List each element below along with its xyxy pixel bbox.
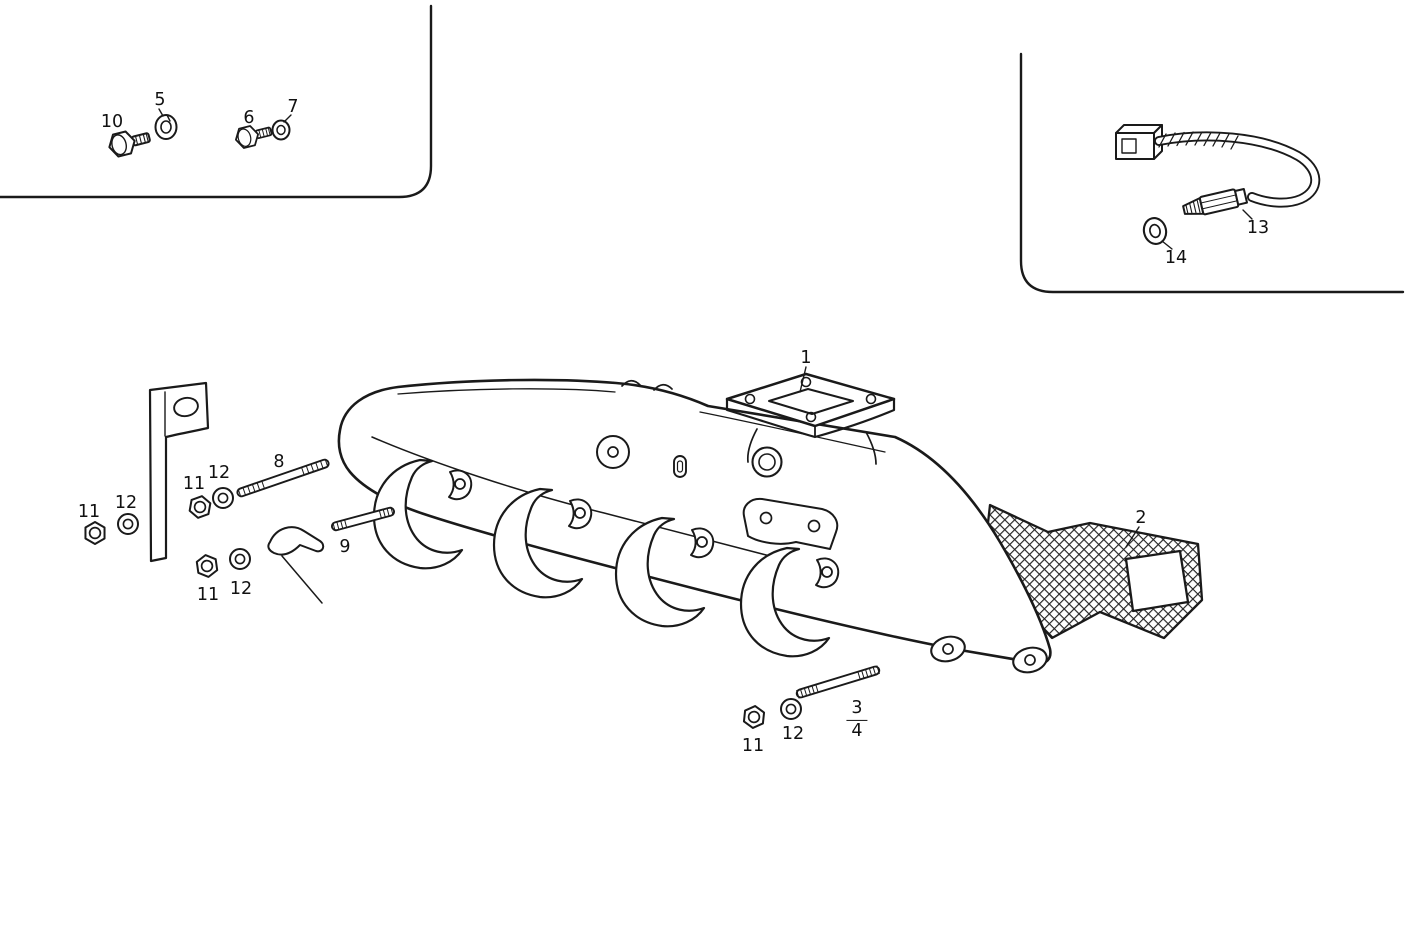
part-8-stud	[236, 458, 330, 498]
callout-part-11: 11	[77, 502, 101, 522]
callout-part-12: 12	[114, 493, 138, 513]
cable-braid-ticks	[1158, 131, 1239, 150]
fraction-numerator: 3	[846, 698, 868, 721]
callout-part-5: 5	[154, 90, 166, 110]
clamp-piece	[267, 526, 325, 604]
sensor-port-boss	[751, 446, 783, 478]
callout-part-8: 8	[273, 452, 285, 472]
sensor-body	[1182, 188, 1248, 216]
callout-part-3-4: 3 4	[846, 698, 868, 741]
part-11-nut	[84, 521, 106, 545]
manifold-top-flange	[725, 372, 896, 439]
callout-part-11: 11	[182, 474, 206, 494]
part-5-lock-washer	[154, 114, 178, 140]
part-14-washer	[1142, 217, 1168, 245]
callout-part-11: 11	[196, 585, 220, 605]
callout-part-6: 6	[243, 108, 255, 128]
connector-plug	[1115, 124, 1163, 160]
part-12-washer	[780, 698, 802, 720]
callout-part-13: 13	[1246, 218, 1270, 238]
callout-part-11: 11	[741, 736, 765, 756]
part-11-nut	[195, 552, 219, 580]
callout-part-7: 7	[287, 97, 299, 117]
outlet-ear-2	[1012, 646, 1048, 674]
part-12-washer	[212, 487, 234, 509]
outlet-ear-1	[930, 635, 966, 663]
gasket-port-opening	[1124, 549, 1190, 613]
part-11-nut	[742, 704, 766, 730]
part-12-washer	[117, 513, 139, 535]
inset-border-top-right	[1019, 52, 1405, 294]
part-3-4-stud	[795, 665, 881, 699]
part-1-manifold-body	[337, 378, 1052, 665]
manifold-slot	[673, 455, 687, 478]
support-bracket	[148, 381, 210, 563]
callout-part-14: 14	[1164, 248, 1188, 268]
part-12-washer	[229, 548, 251, 570]
callout-part-9: 9	[339, 537, 351, 557]
callout-part-12: 12	[207, 463, 231, 483]
inset-border-top-left	[0, 4, 433, 199]
callout-part-2: 2	[1135, 508, 1147, 528]
callout-part-10: 10	[100, 112, 124, 132]
part-9-stud	[331, 506, 395, 532]
part-13-sensor-assembly	[1115, 124, 1321, 216]
stud-bracket	[742, 497, 839, 550]
part-11-nut	[187, 493, 213, 521]
callout-part-12: 12	[229, 579, 253, 599]
fraction-denominator: 4	[851, 720, 863, 741]
sensor-cable	[1154, 131, 1321, 208]
manifold-boss	[596, 435, 630, 469]
leader-lines	[158, 108, 1253, 548]
callout-part-1: 1	[800, 348, 812, 368]
callout-part-12: 12	[781, 724, 805, 744]
part-7-washer	[271, 119, 291, 141]
